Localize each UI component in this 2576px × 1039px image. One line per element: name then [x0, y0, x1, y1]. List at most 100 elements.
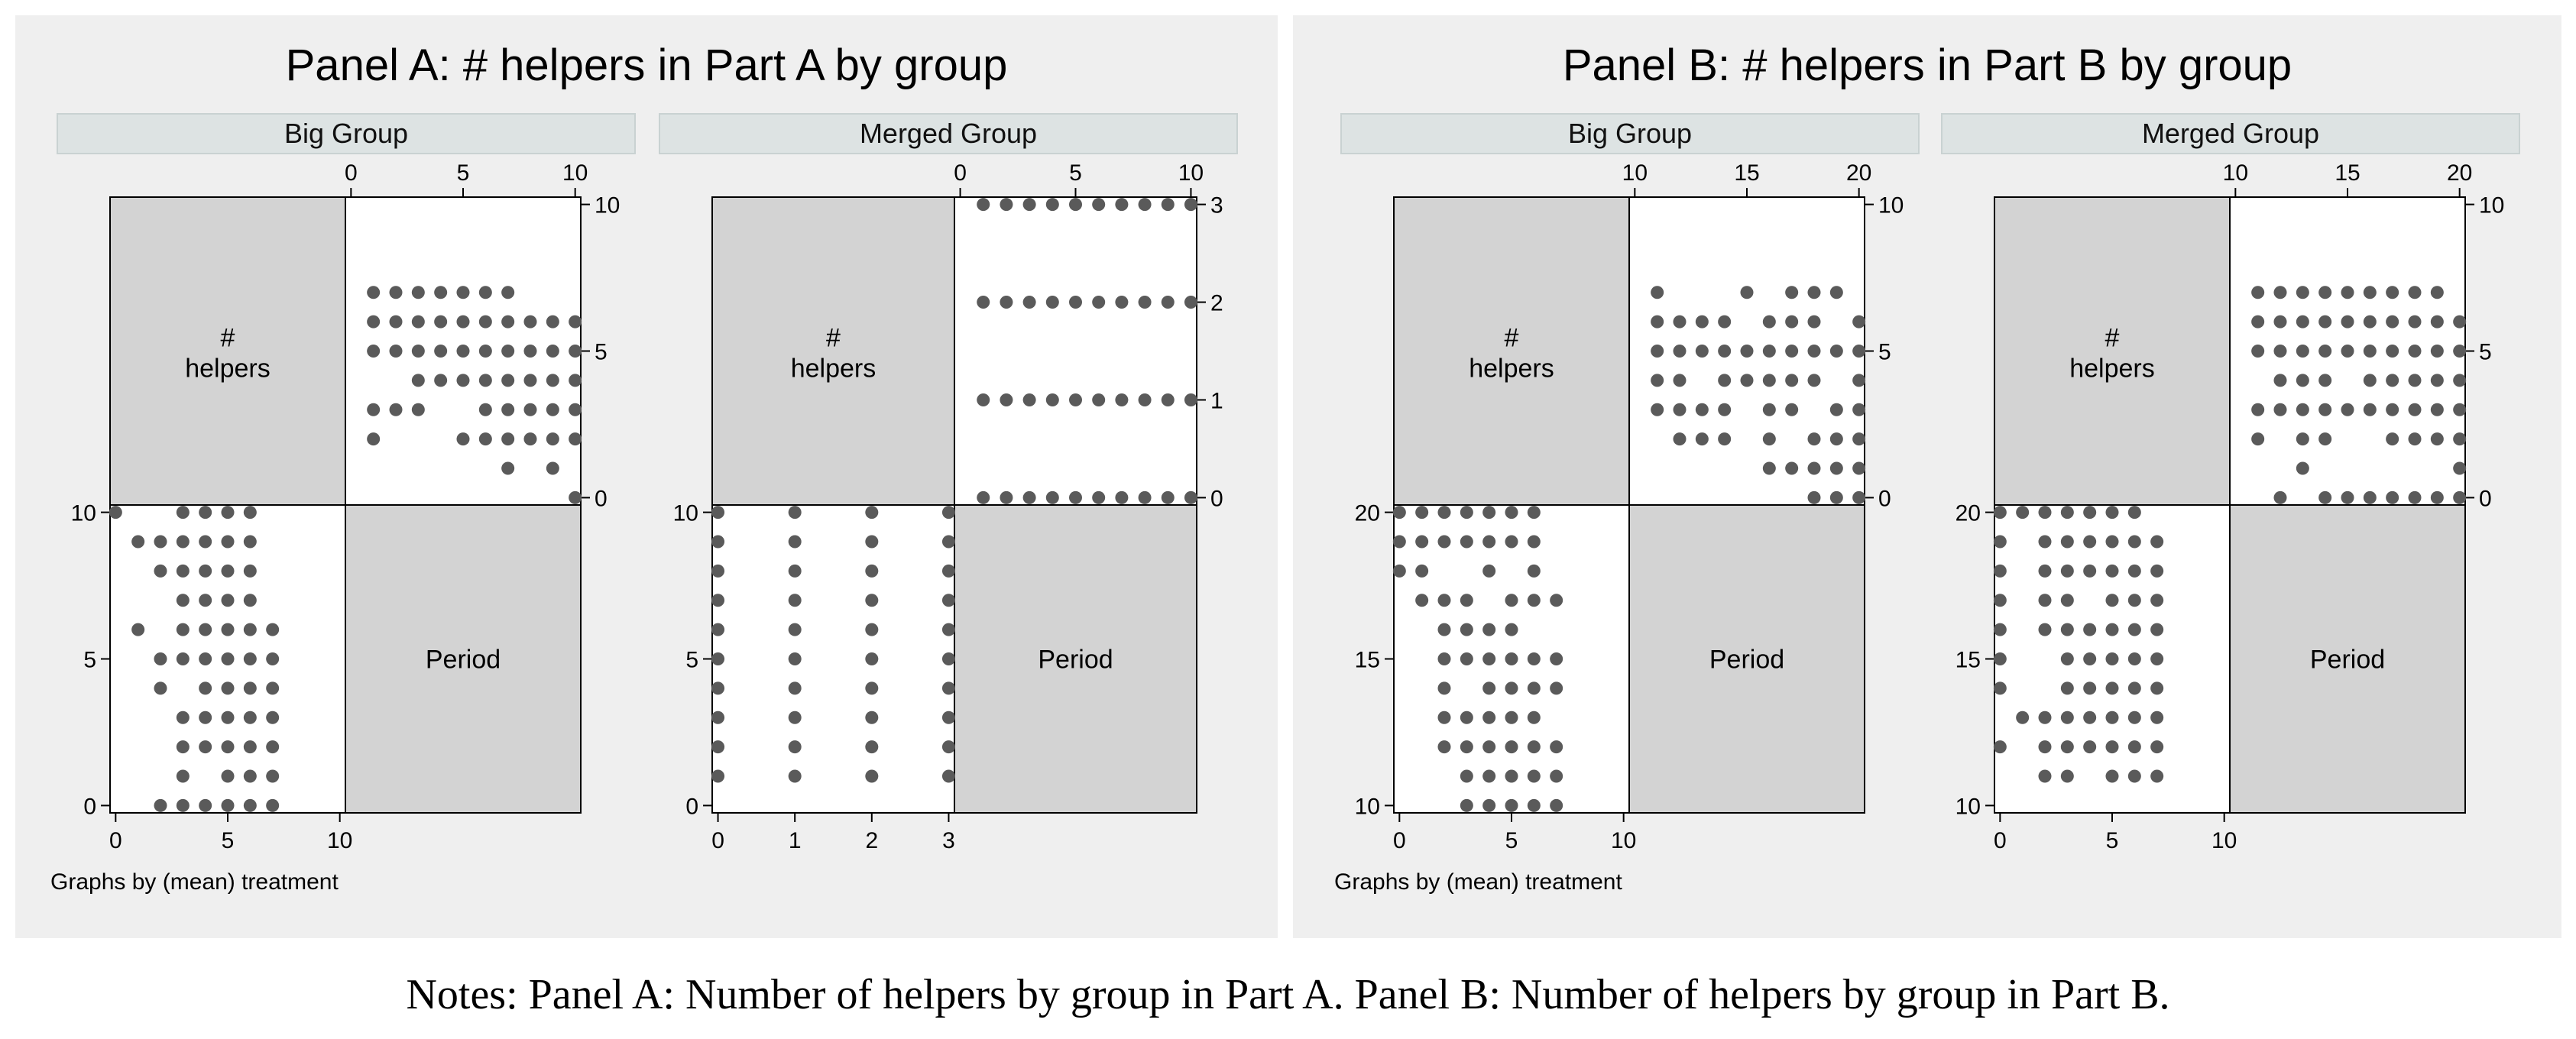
chart3-point-helpers-vs-period-17 — [2430, 315, 2444, 329]
panel-b-title: Panel B: # helpers in Part B by group — [1562, 40, 2292, 90]
chart3-point-helpers-vs-period-2 — [2296, 286, 2309, 299]
chart1-point-period-vs-helpers-11 — [941, 564, 955, 578]
chart3-point-helpers-vs-period-22 — [2318, 345, 2332, 358]
chart0-point-period-vs-helpers-35 — [243, 681, 257, 695]
chart3-point-helpers-vs-period-8 — [2430, 286, 2444, 299]
chart0-point-helpers-vs-period-42 — [569, 403, 582, 416]
chart0-point-helpers-vs-period-8 — [389, 315, 403, 329]
chart3-point-period-vs-helpers-51 — [2127, 710, 2141, 724]
chart0-point-helpers-vs-period-18 — [389, 345, 403, 358]
chart3-point-helpers-vs-period-20 — [2273, 345, 2287, 358]
chart0-point-period-vs-helpers-46 — [266, 740, 280, 754]
chart2-point-helpers-vs-period-38 — [1852, 403, 1866, 416]
chart1-point-helpers-vs-period-3 — [1045, 198, 1059, 212]
chart1-point-period-vs-helpers-19 — [941, 623, 955, 636]
chart2-point-period-vs-helpers-1 — [1415, 506, 1429, 520]
chart3-point-helpers-vs-period-9 — [2251, 315, 2265, 329]
chart1-point-helpers-vs-period-27 — [1138, 393, 1152, 406]
chart0-point-helpers-vs-period-23 — [501, 345, 515, 358]
chart3-point-period-vs-helpers-33 — [2150, 623, 2164, 636]
chart2-left-tick-label-2: 20 — [1355, 501, 1380, 526]
chart3-point-helpers-vs-period-16 — [2408, 315, 2422, 329]
chart0-point-period-vs-helpers-9 — [221, 535, 235, 549]
chart2-point-period-vs-helpers-4 — [1482, 506, 1496, 520]
chart2-point-helpers-vs-period-32 — [1673, 403, 1687, 416]
chart1-point-period-vs-helpers-33 — [788, 740, 802, 754]
chart2-point-period-vs-helpers-48 — [1527, 740, 1541, 754]
chart3-left-tick-label-1: 15 — [1955, 648, 1981, 673]
chart0-point-helpers-vs-period-15 — [546, 315, 559, 329]
chart1-point-period-vs-helpers-38 — [865, 769, 879, 783]
chart3-point-period-vs-helpers-22 — [2038, 594, 2052, 607]
chart2-diag-label-period: Period — [1709, 646, 1784, 675]
chart3-bottom-tick-label-2: 10 — [2211, 828, 2237, 853]
chart0-point-helpers-vs-period-36 — [389, 403, 403, 416]
chart0-point-period-vs-helpers-12 — [176, 564, 190, 578]
chart0-point-period-vs-helpers-30 — [243, 652, 257, 665]
chart2-point-period-vs-helpers-29 — [1460, 652, 1473, 665]
chart2-point-helpers-vs-period-5 — [1651, 315, 1664, 329]
chart1-point-helpers-vs-period-25 — [1092, 393, 1106, 406]
chart2-point-helpers-vs-period-14 — [1673, 345, 1687, 358]
chart1-bottom-tick-label-1: 1 — [789, 828, 802, 853]
chart0-point-period-vs-helpers-53 — [199, 798, 212, 812]
chart2-point-helpers-vs-period-39 — [1673, 432, 1687, 446]
chart3-point-period-vs-helpers-42 — [2083, 681, 2097, 695]
chart0-point-helpers-vs-period-20 — [434, 345, 448, 358]
chart1-bottom-tick-label-0: 0 — [711, 828, 724, 853]
chart3-point-period-vs-helpers-23 — [2060, 594, 2074, 607]
chart3-point-helpers-vs-period-24 — [2363, 345, 2377, 358]
chart0-right-tick-label-0: 0 — [595, 486, 608, 511]
chart0-point-helpers-vs-period-12 — [478, 315, 492, 329]
chart1-cell-period-vs-helpers — [712, 505, 954, 813]
chart1-point-helpers-vs-period-24 — [1069, 393, 1082, 406]
chart2-point-period-vs-helpers-46 — [1482, 740, 1496, 754]
chart3-point-period-vs-helpers-36 — [2083, 652, 2097, 665]
chart0-bottom-tick-label-0: 0 — [109, 828, 122, 853]
chart2-point-period-vs-helpers-57 — [1505, 798, 1518, 812]
chart3-point-helpers-vs-period-47 — [2251, 432, 2265, 446]
chart2-point-period-vs-helpers-27 — [1505, 623, 1518, 636]
chart3-point-helpers-vs-period-49 — [2318, 432, 2332, 446]
chart0-point-period-vs-helpers-43 — [199, 740, 212, 754]
chart2-point-helpers-vs-period-24 — [1673, 374, 1687, 387]
chart3-point-helpers-vs-period-48 — [2296, 432, 2309, 446]
chart3-point-helpers-vs-period-4 — [2341, 286, 2354, 299]
chart0-point-helpers-vs-period-0 — [367, 286, 381, 299]
chart2-point-helpers-vs-period-53 — [1852, 490, 1866, 504]
chart0-point-helpers-vs-period-9 — [411, 315, 425, 329]
chart1-point-period-vs-helpers-4 — [711, 535, 725, 549]
chart3-point-period-vs-helpers-11 — [2105, 535, 2119, 549]
chart3-point-period-vs-helpers-38 — [2127, 652, 2141, 665]
chart1-point-helpers-vs-period-29 — [1184, 393, 1197, 406]
chart2-top-tick-label-0: 10 — [1622, 160, 1648, 186]
chart3-point-helpers-vs-period-1 — [2273, 286, 2287, 299]
chart1-diag-label-hash: # — [826, 324, 841, 353]
chart3-point-period-vs-helpers-37 — [2105, 652, 2119, 665]
chart2-point-period-vs-helpers-47 — [1505, 740, 1518, 754]
chart2-point-period-vs-helpers-11 — [1482, 535, 1496, 549]
chart2-point-period-vs-helpers-15 — [1415, 564, 1429, 578]
chart3-point-period-vs-helpers-18 — [2105, 564, 2119, 578]
chart0-point-helpers-vs-period-35 — [367, 403, 381, 416]
chart1-point-period-vs-helpers-7 — [941, 535, 955, 549]
chart0-point-helpers-vs-period-25 — [546, 345, 559, 358]
chart0-point-period-vs-helpers-8 — [199, 535, 212, 549]
chart1-point-period-vs-helpers-36 — [711, 769, 725, 783]
chart1-point-helpers-vs-period-39 — [1184, 490, 1197, 504]
chart2-point-helpers-vs-period-2 — [1785, 286, 1799, 299]
chart1-diag-label-period: Period — [1038, 646, 1113, 675]
chart3-point-period-vs-helpers-0 — [1993, 506, 2007, 520]
chart2-point-period-vs-helpers-26 — [1482, 623, 1496, 636]
chart2-point-helpers-vs-period-31 — [1651, 403, 1664, 416]
chart1-point-period-vs-helpers-2 — [865, 506, 879, 520]
chart2-point-period-vs-helpers-30 — [1482, 652, 1496, 665]
chart2-point-period-vs-helpers-5 — [1505, 506, 1518, 520]
chart3-point-period-vs-helpers-56 — [2083, 740, 2097, 754]
chart3-point-helpers-vs-period-38 — [2273, 403, 2287, 416]
chart3-point-period-vs-helpers-49 — [2083, 710, 2097, 724]
chart0-point-helpers-vs-period-52 — [569, 490, 582, 504]
chart1-point-helpers-vs-period-14 — [1069, 296, 1082, 309]
chart3-top-tick-label-0: 10 — [2223, 160, 2248, 186]
chart0-point-helpers-vs-period-19 — [411, 345, 425, 358]
